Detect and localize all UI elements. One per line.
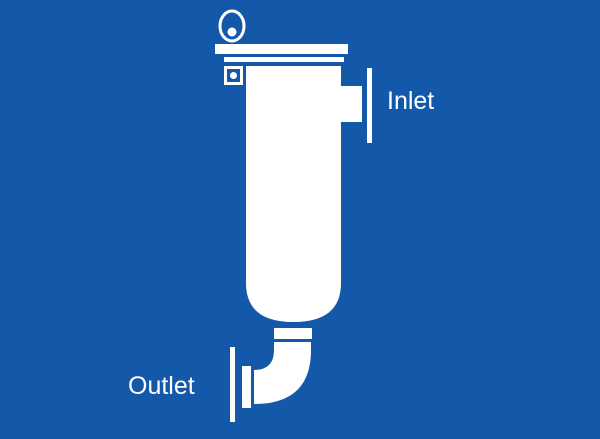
outlet-neck — [274, 328, 312, 339]
outlet-nozzle-ring — [242, 366, 251, 408]
lid-plate — [224, 57, 344, 62]
lifting-eye-icon — [218, 9, 246, 43]
outlet-flange — [230, 347, 235, 422]
bracket-icon — [224, 66, 243, 85]
outlet-elbow — [254, 342, 311, 404]
inlet-flange — [367, 68, 372, 143]
inlet-nozzle — [341, 86, 362, 122]
outlet-label: Outlet — [128, 372, 195, 400]
inlet-label: Inlet — [387, 87, 435, 115]
filter-vessel — [246, 66, 341, 322]
lid-flange — [215, 44, 348, 54]
